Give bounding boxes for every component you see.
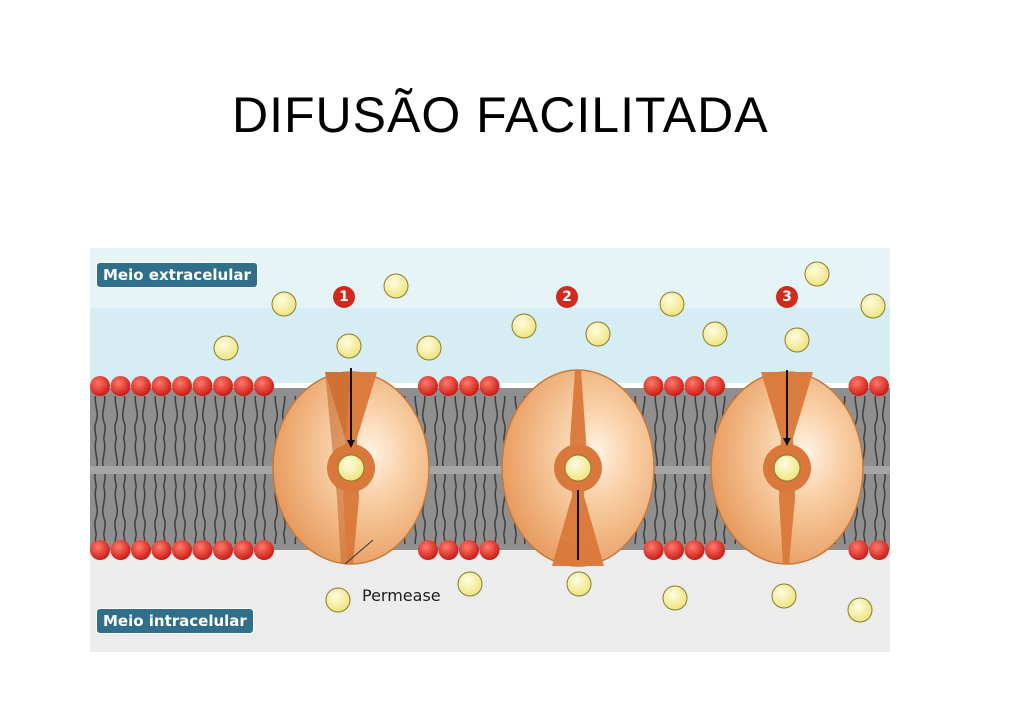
phospholipid-head — [438, 376, 459, 396]
solute-molecule — [271, 291, 297, 317]
phospholipid-head — [233, 376, 254, 396]
phospholipid-head — [233, 540, 254, 560]
phospholipid-head — [459, 540, 479, 560]
phospholipid-head — [643, 376, 664, 396]
solute-molecule — [416, 335, 442, 361]
phospholipid-head — [684, 376, 705, 396]
phospholipid-heads — [90, 376, 889, 560]
phospholipid-head — [213, 376, 233, 396]
solute-molecule — [585, 321, 611, 347]
intracellular-region — [90, 548, 890, 652]
solute-molecule — [383, 273, 409, 299]
diagram-canvas — [90, 248, 890, 652]
phospholipid-head — [705, 540, 725, 560]
phospholipid-head — [131, 540, 151, 560]
phospholipid-head — [90, 376, 110, 396]
solute-molecule — [659, 291, 685, 317]
phospholipid-head — [192, 376, 213, 396]
solute-molecule — [784, 327, 810, 353]
intracellular-label: Meio intracelular — [96, 608, 254, 634]
solute-molecule — [457, 571, 483, 597]
phospholipid-head — [151, 540, 172, 560]
phospholipid-head — [110, 376, 131, 396]
phospholipid-head — [705, 376, 725, 396]
solute-molecule — [511, 313, 537, 339]
phospholipid-head — [110, 540, 131, 560]
phospholipid-head — [848, 376, 869, 396]
phospholipid-head — [664, 540, 684, 560]
facilitated-diffusion-diagram: Meio extracelular Meio intracelular 1 2 … — [90, 248, 890, 652]
phospholipid-head — [90, 540, 110, 560]
phospholipid-head — [172, 376, 192, 396]
slide-title: DIFUSÃO FACILITADA — [232, 87, 769, 143]
step-2-badge: 2 — [556, 286, 578, 308]
solute-molecule — [860, 293, 886, 319]
phospholipid-head — [418, 540, 438, 560]
phospholipid-head — [479, 540, 500, 560]
phospholipid-head — [684, 540, 705, 560]
phospholipid-head — [848, 540, 869, 560]
permease-1 — [272, 368, 430, 565]
phospholipid-head — [479, 376, 500, 396]
permease-2 — [501, 369, 655, 567]
solute-molecule — [662, 585, 688, 611]
phospholipid-head — [213, 540, 233, 560]
phospholipid-head — [254, 376, 274, 396]
solute-molecule — [702, 321, 728, 347]
phospholipid-head — [869, 540, 889, 560]
permease-3 — [710, 370, 864, 565]
phospholipid-head — [418, 376, 438, 396]
phospholipid-head — [131, 376, 151, 396]
solute-molecule — [213, 335, 239, 361]
phospholipid-head — [254, 540, 274, 560]
solute-molecule — [325, 587, 351, 613]
solute-molecule — [804, 261, 830, 287]
phospholipid-head — [643, 540, 664, 560]
phospholipid-head — [459, 376, 479, 396]
phospholipid-head — [151, 376, 172, 396]
solute-molecule — [566, 571, 592, 597]
phospholipid-head — [664, 376, 684, 396]
phospholipid-head — [869, 376, 889, 396]
step-3-badge: 3 — [776, 286, 798, 308]
solute-molecules — [213, 261, 886, 623]
extracellular-label: Meio extracelular — [96, 262, 258, 288]
permease-label: Permease — [362, 586, 441, 605]
phospholipid-head — [172, 540, 192, 560]
phospholipid-head — [438, 540, 459, 560]
solute-molecule — [771, 583, 797, 609]
step-1-badge: 1 — [333, 286, 355, 308]
solute-molecule — [336, 333, 362, 359]
solute-molecule — [847, 597, 873, 623]
phospholipid-head — [192, 540, 213, 560]
